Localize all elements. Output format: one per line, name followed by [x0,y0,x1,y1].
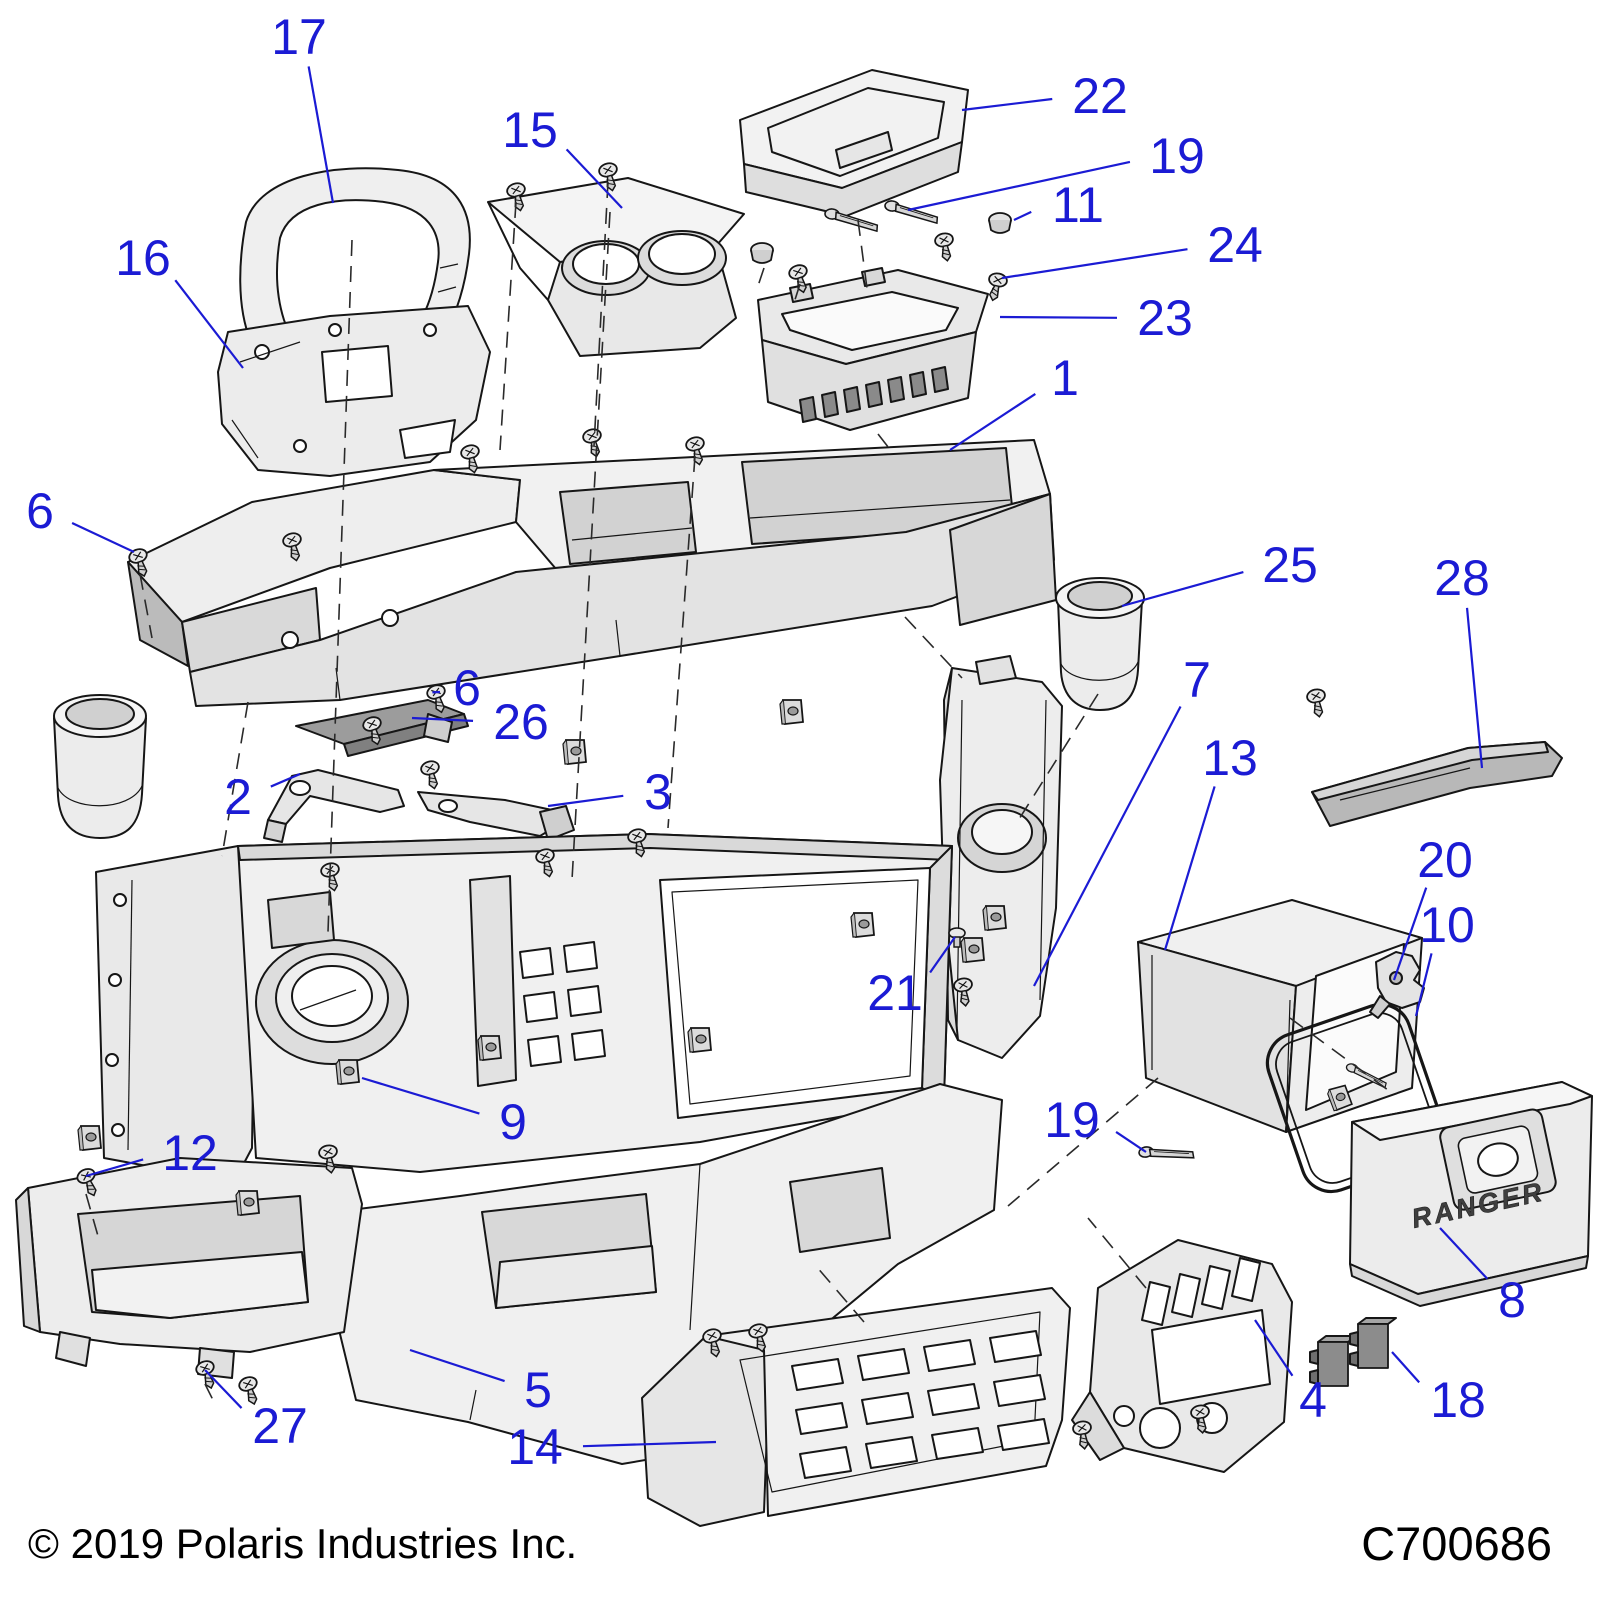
clip-icon [77,1125,102,1151]
clip-icon [982,905,1007,931]
leader-line-12 [85,1158,144,1178]
part-18-switch-blanks [1309,1317,1397,1387]
callout-24-screw: 24 [1207,217,1263,273]
leader-line-3 [547,794,624,808]
leader-line-28 [1465,607,1484,769]
leader-line-9 [361,1076,480,1115]
callout-26-access-panel: 26 [493,694,549,750]
callout-13-glovebox-bin: 13 [1202,730,1258,786]
leader-line-23 [999,315,1118,319]
part-16-cluster-mount-panel [217,305,491,477]
leader-line-13 [1163,786,1216,951]
part-7-side-support-panel [939,655,1063,1059]
plug-icon [750,242,774,264]
leader-line-2 [270,772,301,788]
leader-line-11 [1013,210,1032,221]
leader-line-18 [1391,1351,1421,1384]
leader-line-24 [1001,248,1188,280]
callout-4-switch-panel-bezel: 4 [1299,1372,1327,1428]
part-25-cup-holder-right [1055,577,1145,711]
leader-line-7 [1033,705,1182,987]
callout-2-dash-bracket-left: 2 [224,769,252,825]
callout-20-glovebox-latch: 20 [1417,832,1473,888]
clip-icon [850,912,875,938]
screw-icon [983,270,1010,304]
callout-19-bolt: 19 [1149,128,1205,184]
copyright-text: © 2019 Polaris Industries Inc. [28,1520,577,1567]
bolt-icon [883,199,940,224]
part-23-storage-bin [757,267,989,431]
part-8-glovebox-door: RANGER [1349,1081,1593,1307]
callout-1-main-dash-panel: 1 [1051,350,1079,406]
leader-line-6 [71,521,135,553]
callout-19-bolt: 19 [1044,1092,1100,1148]
callout-7-side-support-panel: 7 [1183,652,1211,708]
callout-27-screw: 27 [252,1398,308,1454]
callout-25-cup-holder: 25 [1262,537,1318,593]
leader-line-15 [565,148,623,209]
callout-6-screw: 6 [26,483,54,539]
plug-icon [988,212,1012,234]
clip-icon [960,937,985,963]
part-14-lower-vent-panel [641,1287,1071,1527]
callout-22-storage-lid: 22 [1072,68,1128,124]
leader-line-4 [1254,1319,1294,1377]
leader-line-10 [1414,953,1433,1017]
bolt-icon [1137,1138,1195,1168]
part-2-dash-bracket [263,769,405,843]
screw-icon [932,230,959,264]
callout-16-cluster-mount-panel: 16 [115,230,171,286]
part-1-main-dash-panel [127,439,1057,707]
callout-11-plug: 11 [1052,177,1104,233]
dash-support-frame [95,833,953,1183]
callout-12-screw: 12 [162,1125,218,1181]
clip-icon [477,1035,502,1061]
clip-icon [335,1059,360,1085]
clip-icon [562,739,587,765]
callout-10-glovebox-seal: 10 [1419,897,1475,953]
part-4-switch-panel-bezel [1071,1239,1293,1473]
callout-8-glovebox-door: 8 [1498,1272,1526,1328]
screw-icon [1304,686,1331,720]
clip-icon [687,1027,712,1053]
callout-18-switch-blank: 18 [1430,1372,1486,1428]
callout-21-push-rivet: 21 [867,965,923,1021]
leader-line-5 [409,1348,505,1383]
part-15-cupholder-console [487,177,745,357]
callout-28-defrost-trim: 28 [1434,550,1490,606]
leader-line-16 [174,279,244,369]
part-22-storage-lid [739,69,969,217]
leader-line-1 [949,393,1036,451]
screw-icon [418,758,446,792]
callout-3-dash-bracket-right: 3 [644,764,672,820]
part-20-glovebox-latch [1369,951,1425,1019]
leader-line-25 [1121,571,1244,608]
leader-line-27 [204,1369,243,1409]
leader-line-20 [1392,887,1428,981]
leader-line-14 [582,1440,717,1448]
clip-icon [779,699,804,725]
clip-icon [235,1190,260,1216]
leader-line-19 [1115,1130,1147,1153]
callout-5-lower-dash-panel: 5 [524,1362,552,1418]
leader-line-22 [961,97,1053,112]
leader-line-26 [411,716,474,722]
callout-9-retainer-clip: 9 [499,1094,527,1150]
callout-14-lower-vent-panel: 14 [507,1419,563,1475]
leader-line-19 [907,160,1131,212]
callout-6-screw: 6 [453,660,481,716]
diagram-code: C700686 [1361,1517,1552,1570]
leader-line-8 [1439,1227,1489,1280]
callout-23-storage-bin: 23 [1137,290,1193,346]
leader-line-17 [307,66,335,204]
leader-line-21 [929,936,956,974]
assembly-dashed-lines [85,181,1389,1407]
part-25-cup-holder-left [53,694,147,839]
callout-15-cupholder-console: 15 [502,102,558,158]
callout-17-cluster-bezel: 17 [271,9,327,65]
part-3-dash-bracket [417,791,575,841]
part-28-defrost-trim [1311,741,1563,827]
